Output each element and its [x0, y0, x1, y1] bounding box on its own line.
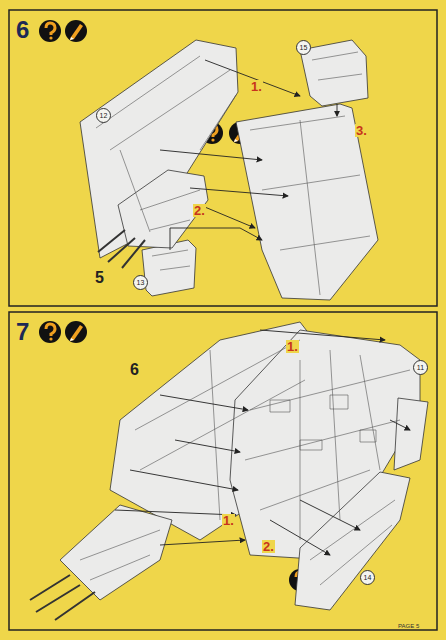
- part-number: 15: [300, 44, 308, 51]
- part-number: 11: [417, 364, 424, 371]
- part-number-circle: 14: [360, 570, 375, 585]
- part-number: 13: [137, 279, 145, 286]
- sub-step-number: 2.: [262, 540, 275, 553]
- step-number: 6: [16, 18, 29, 42]
- part-number: 12: [100, 112, 108, 119]
- page-number: PAGE 5: [398, 623, 419, 629]
- sub-step-number: 1.: [250, 80, 263, 93]
- callout-number: 5: [95, 270, 104, 286]
- callout-number: 6: [130, 362, 139, 378]
- part-number: 14: [364, 574, 372, 581]
- part-number-circle: 12: [96, 108, 111, 123]
- sub-step-number: 1.: [222, 514, 235, 527]
- sub-step-number: 2.: [193, 204, 206, 217]
- part-number-circle: 13: [133, 275, 148, 290]
- part-number-circle: 15: [296, 40, 311, 55]
- step-number: 7: [16, 320, 29, 344]
- sub-step-number: 1.: [286, 340, 299, 353]
- sub-step-number: 3.: [355, 124, 368, 137]
- part-number-circle: 11: [413, 360, 428, 375]
